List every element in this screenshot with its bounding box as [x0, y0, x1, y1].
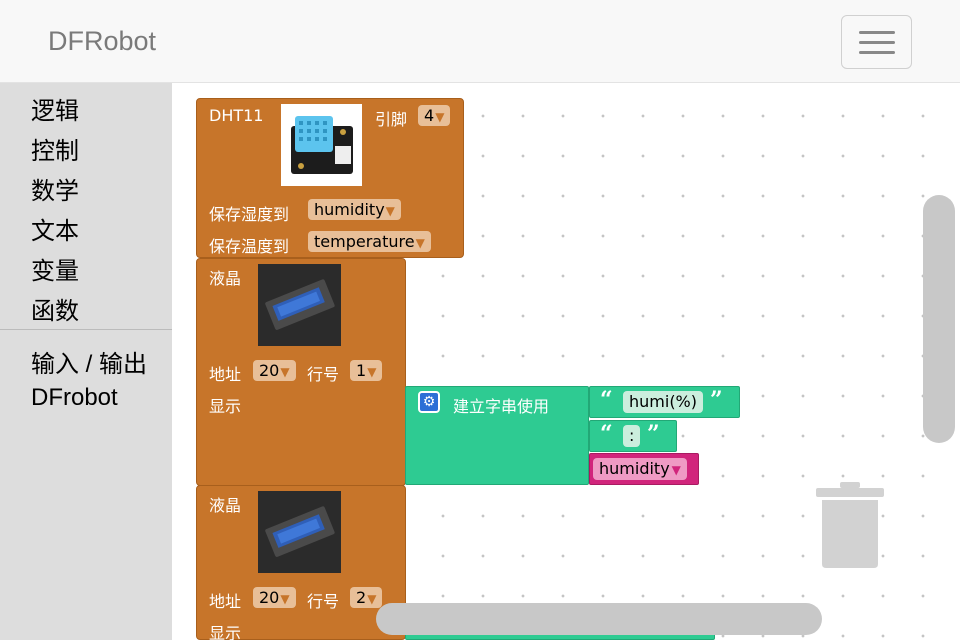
dht11-humidity-label: 保存湿度到	[209, 205, 290, 224]
brand-title[interactable]: DFRobot	[48, 26, 157, 56]
lcd1-row-dropdown[interactable]: 1▼	[350, 360, 383, 381]
lcd2-row-dropdown[interactable]: 2▼	[350, 587, 383, 608]
hamburger-menu-icon-bar3	[859, 51, 895, 54]
trash-icon[interactable]	[816, 480, 884, 570]
toolbox-category-text[interactable]: 文本	[31, 218, 79, 245]
lcd2-show-label: 显示	[209, 624, 242, 643]
lcd2-row-label: 行号	[307, 592, 340, 611]
lcd1-module-image	[258, 264, 341, 346]
dht11-temp-label: 保存温度到	[209, 237, 290, 256]
toolbox-category-control[interactable]: 控制	[31, 138, 79, 165]
quote-close-icon: ”	[710, 387, 723, 413]
dropdown-arrow-icon: ▼	[367, 365, 377, 379]
dropdown-arrow-icon: ▼	[280, 592, 290, 606]
dropdown-arrow-icon: ▼	[415, 236, 425, 250]
dht11-humidity-var: humidity	[314, 200, 385, 219]
variable-name-humidity: humidity	[599, 459, 670, 478]
toolbox-category-io[interactable]: 输入 / 输出	[31, 351, 148, 378]
variable-dropdown-humidity[interactable]: humidity▼	[593, 458, 687, 480]
dropdown-arrow-icon: ▼	[367, 592, 377, 606]
toolbox-sidebar: 逻辑 控制 数学 文本 变量 函数 输入 / 输出 DFrobot	[0, 83, 172, 640]
lcd2-addr-dropdown[interactable]: 20▼	[253, 587, 296, 608]
dht11-pin-value: 4	[424, 106, 435, 125]
dht11-title: DHT11	[209, 106, 264, 125]
hamburger-menu-button[interactable]	[841, 15, 912, 69]
lcd1-addr-value: 20	[259, 361, 280, 380]
dropdown-arrow-icon: ▼	[671, 463, 681, 477]
dropdown-arrow-icon: ▼	[435, 110, 445, 124]
hamburger-menu-icon-bar2	[859, 41, 895, 44]
toolbox-category-math[interactable]: 数学	[31, 178, 79, 205]
toolbox-separator	[0, 329, 172, 330]
lcd1-row-label: 行号	[307, 365, 340, 384]
horizontal-scrollbar[interactable]	[376, 603, 822, 635]
lcd1-addr-dropdown[interactable]: 20▼	[253, 360, 296, 381]
quote-close-icon-2: ”	[647, 421, 660, 447]
dropdown-arrow-icon: ▼	[385, 204, 395, 218]
quote-open-icon-2: “	[600, 421, 613, 447]
dht11-sensor-image	[280, 103, 363, 187]
lcd2-module-image	[258, 491, 341, 573]
dropdown-arrow-icon: ▼	[280, 365, 290, 379]
dht11-pin-dropdown[interactable]: 4▼	[418, 105, 451, 126]
gear-icon[interactable]: ⚙	[418, 391, 440, 413]
lcd1-row-value: 1	[356, 361, 367, 380]
hamburger-menu-icon	[859, 31, 895, 34]
text-field-2[interactable]: :	[623, 425, 641, 447]
lcd2-addr-value: 20	[259, 588, 280, 607]
top-navbar: DFRobot	[0, 0, 960, 83]
toolbox-category-dfrobot[interactable]: DFrobot	[31, 384, 118, 411]
vertical-scrollbar[interactable]	[923, 195, 955, 443]
lcd2-title: 液晶	[209, 496, 242, 515]
dht11-pin-label: 引脚	[375, 110, 408, 129]
dht11-temp-var: temperature	[314, 232, 415, 251]
lcd1-show-label: 显示	[209, 397, 242, 416]
text-field-1[interactable]: humi(%)	[623, 391, 703, 413]
toolbox-category-logic[interactable]: 逻辑	[31, 98, 79, 125]
dht11-humidity-var-dropdown[interactable]: humidity▼	[308, 199, 401, 220]
lcd2-addr-label: 地址	[209, 592, 242, 611]
lcd1-addr-label: 地址	[209, 365, 242, 384]
toolbox-category-variables[interactable]: 变量	[31, 258, 79, 285]
lcd2-row-value: 2	[356, 588, 367, 607]
join-string-label: 建立字串使用	[453, 397, 550, 416]
dht11-temp-var-dropdown[interactable]: temperature▼	[308, 231, 431, 252]
toolbox-category-functions[interactable]: 函数	[31, 298, 79, 325]
quote-open-icon: “	[600, 387, 613, 413]
lcd1-title: 液晶	[209, 269, 242, 288]
